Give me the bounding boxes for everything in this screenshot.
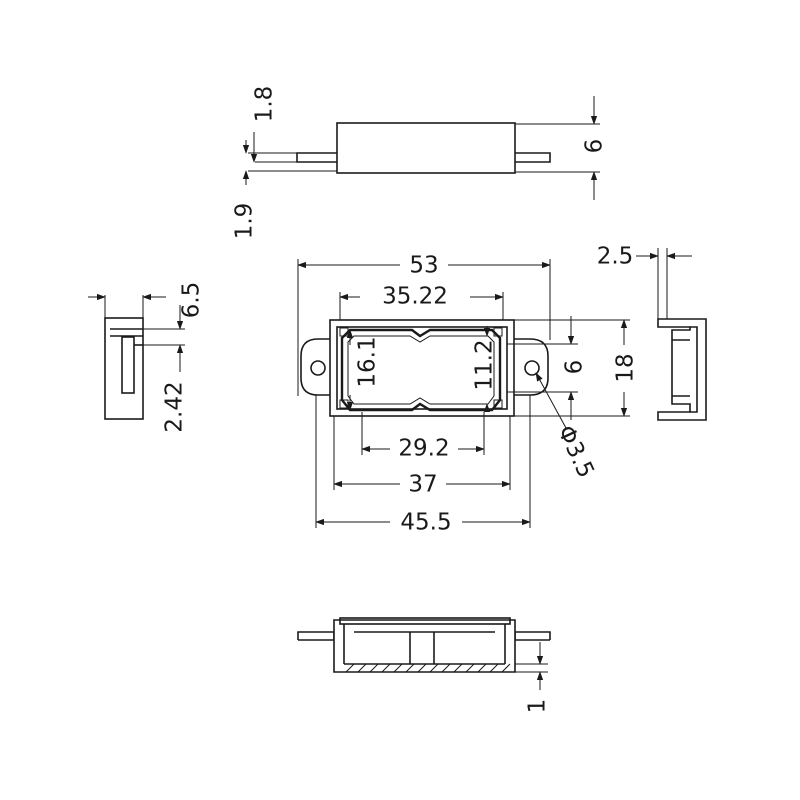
bottom-left-tab <box>297 631 335 640</box>
dim-mount-length: 45.5 <box>400 510 451 536</box>
left-side-contact <box>121 336 135 394</box>
dim-left-top: 6.5 <box>179 282 205 319</box>
top-view-left-tab <box>296 152 337 163</box>
dim-front-height: 9 <box>559 360 585 375</box>
top-view-right-tab <box>515 152 551 163</box>
dim-top-thickness-lower: 1.9 <box>232 203 258 240</box>
left-side-body <box>104 317 144 420</box>
dim-outer-length: 35.22 <box>382 284 448 310</box>
dim-top-height: 9 <box>579 139 605 154</box>
top-view: 1.8 9 1.9 <box>232 86 605 240</box>
dim-hole-diameter: Φ3.5 <box>552 422 599 483</box>
dim-bottom-thickness: 1 <box>525 699 551 714</box>
bottom-view: 1 <box>297 617 551 714</box>
dim-inner-length: 29.2 <box>398 436 449 462</box>
dim-inner-width: 16.1 <box>355 336 381 387</box>
bottom-right-tab <box>514 631 551 640</box>
dim-overall-width: 18 <box>613 353 639 382</box>
right-side-body <box>657 318 707 421</box>
left-flange <box>300 338 330 396</box>
front-view: 53 35.22 29.2 37 45.5 16.1 11.2 9 18 Φ3.… <box>297 253 639 536</box>
left-side-view: 6.5 2.42 <box>88 282 205 433</box>
dim-inner-depth: 11.2 <box>472 339 498 390</box>
bottom-hatch <box>345 663 511 673</box>
battery-cavity <box>340 328 502 412</box>
dim-left-gap: 2.42 <box>162 381 188 432</box>
left-mount-hole <box>310 360 326 376</box>
dim-right-wall: 2.5 <box>597 244 634 270</box>
dim-body-length: 37 <box>408 472 437 498</box>
top-view-body <box>336 122 516 174</box>
right-side-view: 2.5 <box>597 244 707 421</box>
dim-overall-length: 53 <box>409 253 438 279</box>
right-mount-hole <box>524 360 540 376</box>
dim-top-thickness-upper: 1.8 <box>252 86 278 123</box>
